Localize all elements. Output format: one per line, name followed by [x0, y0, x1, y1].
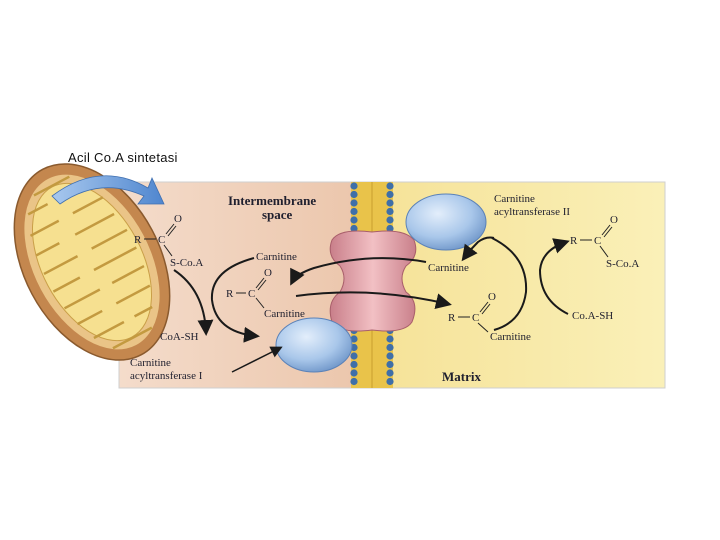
- right-coash-label: Co.A-SH: [572, 310, 613, 322]
- cat2-label-line1: Carnitine: [494, 193, 535, 205]
- lipid-head: [386, 343, 394, 352]
- matrix-label: Matrix: [442, 369, 481, 384]
- lipid-head: [386, 335, 394, 343]
- left-acyl-coa: R C O S-Co.A: [134, 213, 203, 269]
- lipid-head: [350, 335, 358, 343]
- svg-text:O: O: [174, 213, 182, 225]
- lipid-head: [386, 207, 394, 216]
- svg-text:C: C: [594, 235, 601, 247]
- lipid-head: [350, 199, 358, 207]
- svg-text:R: R: [570, 235, 578, 247]
- left-coash-arrow: [173, 269, 214, 336]
- left-acyl-carnitine: R C O Carnitine: [226, 267, 305, 320]
- lipid-head: [350, 360, 358, 369]
- carnitine-transporter-protein: [329, 230, 417, 332]
- left-carnitine-label: Carnitine: [256, 251, 297, 263]
- lipid-head: [350, 224, 358, 233]
- svg-text:Carnitine: Carnitine: [490, 331, 531, 343]
- lipid-head: [386, 216, 394, 224]
- cat2-label-line2: acyltransferase II: [494, 206, 570, 218]
- svg-text:O: O: [610, 214, 618, 226]
- lipid-head: [386, 352, 394, 360]
- lipid-head: [386, 182, 394, 190]
- lipid-head: [386, 369, 394, 377]
- lipid-head: [350, 207, 358, 216]
- lipid-head: [386, 360, 394, 369]
- lipid-head: [350, 182, 358, 190]
- right-carnitine-label: Carnitine: [428, 262, 469, 274]
- svg-text:R: R: [226, 288, 234, 300]
- cat1-label-line1: Carnitine: [130, 357, 171, 369]
- cat1-pointer-arrow: [231, 346, 283, 373]
- right-acyl-carnitine: R C O Carnitine: [448, 291, 531, 343]
- slide-title: Acil Co.A sintetasi: [68, 150, 178, 165]
- lipid-head: [386, 377, 394, 386]
- intermembrane-label-line2: space: [262, 207, 293, 222]
- svg-text:O: O: [264, 267, 272, 279]
- svg-text:Carnitine: Carnitine: [264, 308, 305, 320]
- svg-text:R: R: [448, 312, 456, 324]
- mitochondrion-illustration: [13, 163, 171, 361]
- cat1-label-line2: acyltransferase I: [130, 370, 203, 382]
- lipid-head: [386, 224, 394, 233]
- lipid-head: [350, 190, 358, 199]
- svg-text:C: C: [472, 312, 479, 324]
- right-cycle-arrow: [491, 237, 528, 331]
- right-acyl-coa: R C O S-Co.A: [570, 214, 639, 270]
- svg-text:C: C: [248, 288, 255, 300]
- lipid-head: [350, 216, 358, 224]
- lipid-head: [386, 199, 394, 207]
- left-cycle-arrow: [210, 257, 260, 343]
- zoom-arrow: [51, 175, 165, 205]
- intermembrane-label: Intermembrane: [228, 193, 316, 208]
- carnitine-acyltransferase-2-enzyme: [405, 193, 487, 251]
- lipid-head: [386, 190, 394, 199]
- carnitine-inward-arrow: [290, 257, 427, 286]
- svg-text:C: C: [158, 234, 165, 246]
- svg-text:R: R: [134, 234, 142, 246]
- lipid-head: [350, 369, 358, 377]
- svg-text:O: O: [488, 291, 496, 303]
- left-coash-label: CoA-SH: [160, 331, 199, 343]
- svg-text:S-Co.A: S-Co.A: [606, 258, 639, 270]
- lipid-head: [350, 352, 358, 360]
- lipid-head: [350, 377, 358, 386]
- acylcarnitine-outward-arrow: [295, 291, 452, 310]
- svg-text:S-Co.A: S-Co.A: [170, 257, 203, 269]
- carnitine-acyltransferase-1-enzyme: [275, 317, 353, 373]
- right-coash-arrow: [538, 238, 570, 315]
